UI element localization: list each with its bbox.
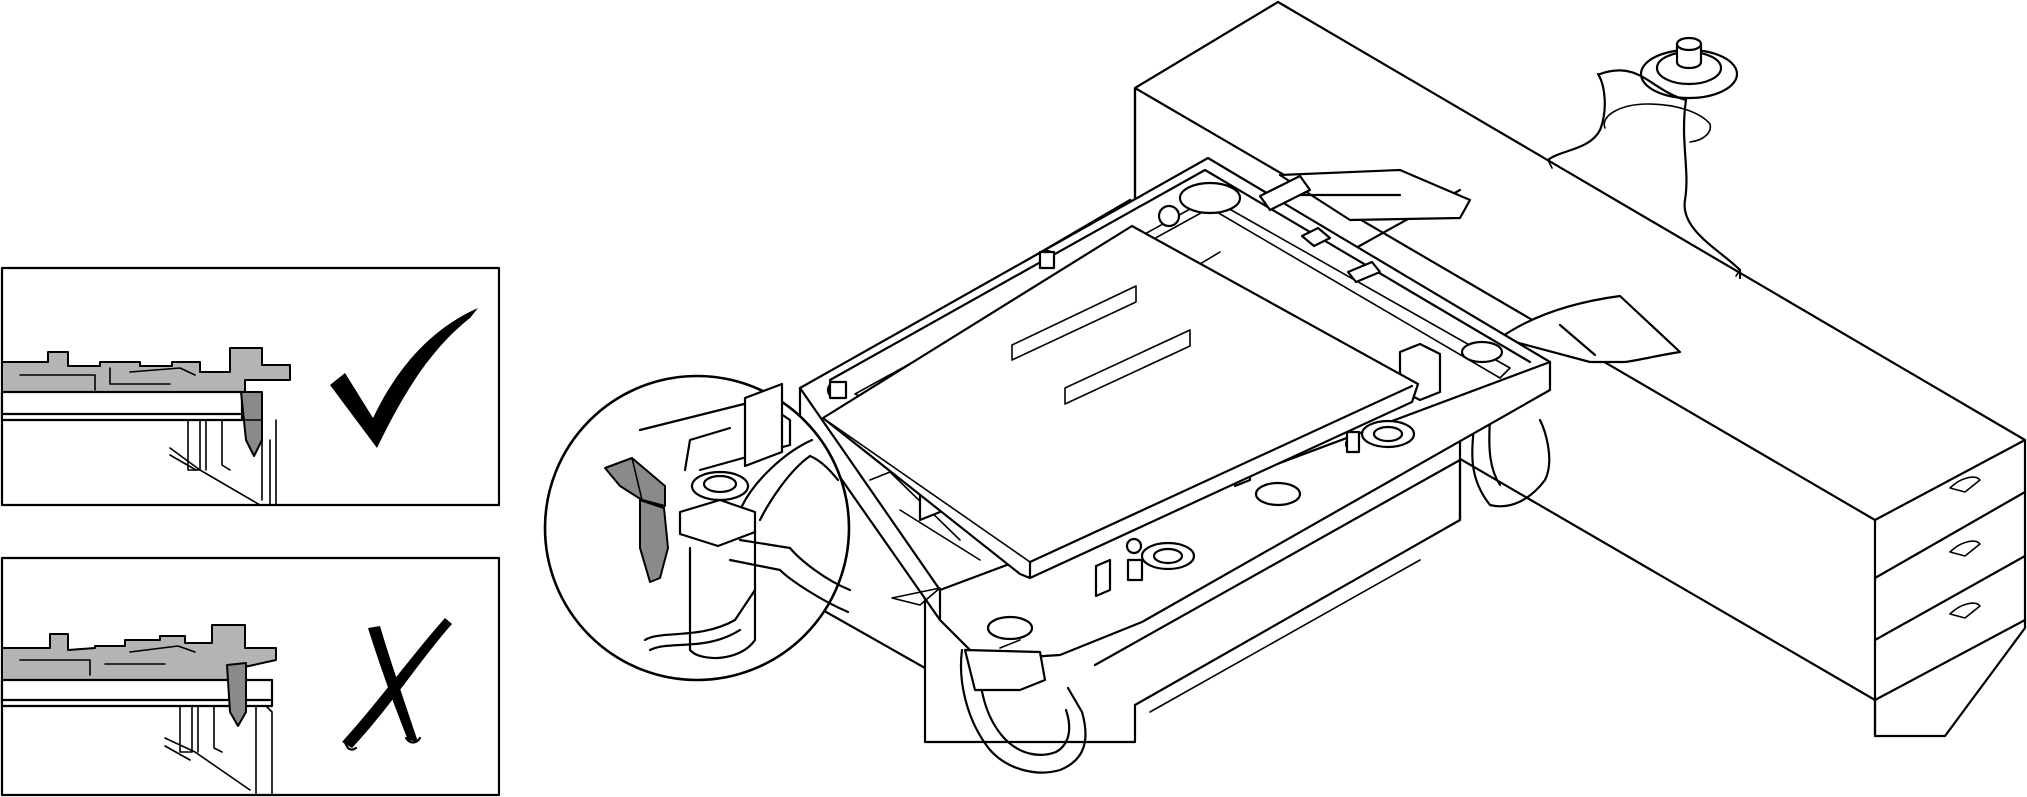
incorrect-latch-detail	[0, 624, 277, 796]
correct-latch-panel	[0, 266, 501, 507]
check-mark-icon	[330, 308, 478, 448]
processor	[821, 224, 1420, 580]
release-tab	[1278, 168, 1682, 364]
processor-carrier-on-heat-sink	[543, 0, 2027, 774]
magnified-latch-callout	[543, 374, 852, 682]
x-mark-icon	[342, 618, 452, 751]
incorrect-latch-panel	[0, 556, 501, 797]
correct-latch-detail	[0, 347, 291, 506]
front-handle	[959, 615, 1087, 774]
